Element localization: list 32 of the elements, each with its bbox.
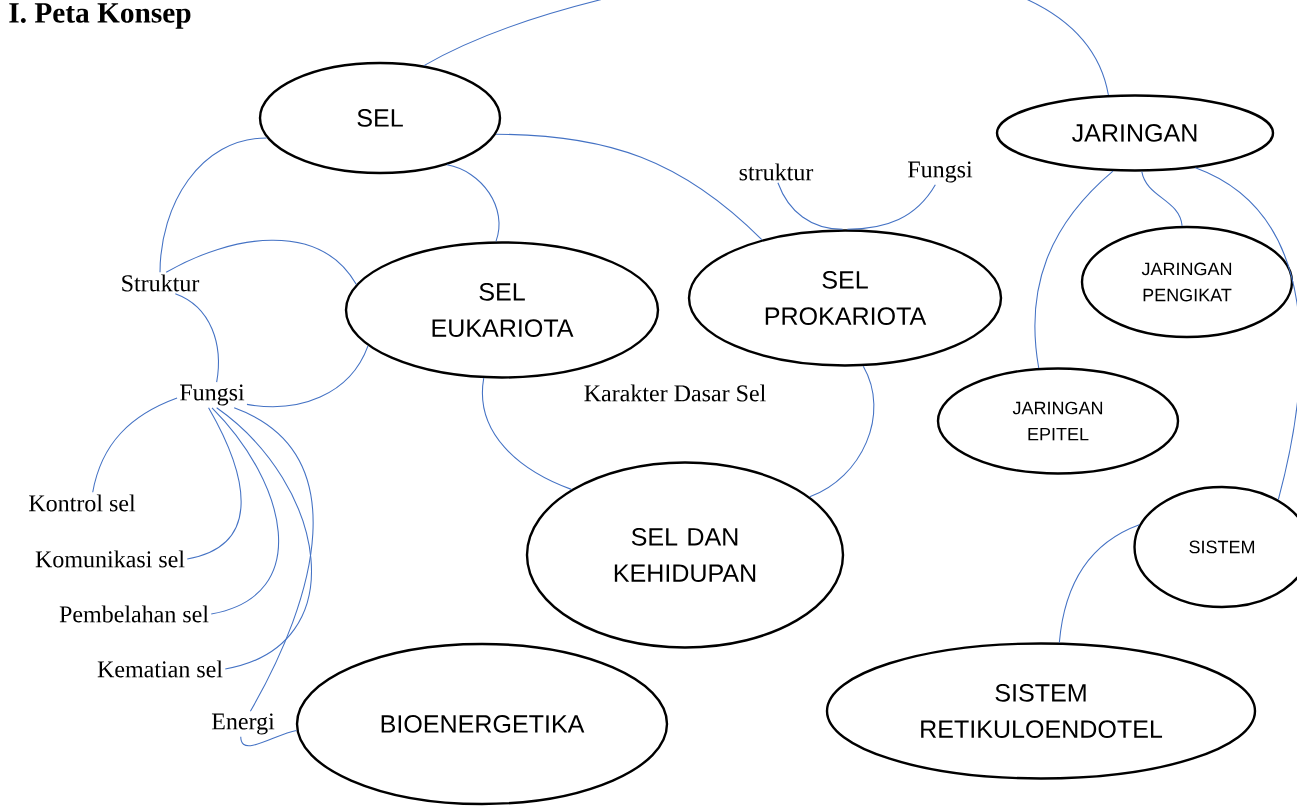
connector-line [210,407,279,615]
connector-line [481,377,572,490]
concept-text: Komunikasi sel [35,550,185,568]
connector-line [159,137,268,273]
connector-line [495,133,763,241]
connector-line [423,0,1109,96]
connector-line [240,729,297,747]
connector-line [809,365,875,498]
concept-text: Struktur [122,274,200,292]
connector-line [1141,171,1183,227]
concept-text: Fungsi [908,161,973,183]
connector-line [174,293,219,383]
concept-text: Kematian sel [97,660,223,678]
connector-line [446,164,500,242]
connector-line [186,407,242,560]
connector-line [216,407,312,670]
connector-line [246,345,369,408]
connector-line [1194,167,1297,501]
concept-label: Karakter Dasar Sel [584,384,766,402]
concept-text: Kontrol sel [29,494,136,512]
connector-line [1034,170,1114,369]
heading: I. Peta Konsep [9,3,191,29]
connector-line [233,407,314,712]
concept-text: struktur [739,163,814,181]
connector-line [846,184,936,230]
connector-line [92,397,178,493]
connector-line [1058,524,1140,644]
concept-text: Pembelahan sel [59,605,209,623]
concept-text: Energi [211,713,275,735]
connector-line [165,239,357,285]
connector-line [777,182,844,230]
concept-text: Fungsi [180,384,245,406]
